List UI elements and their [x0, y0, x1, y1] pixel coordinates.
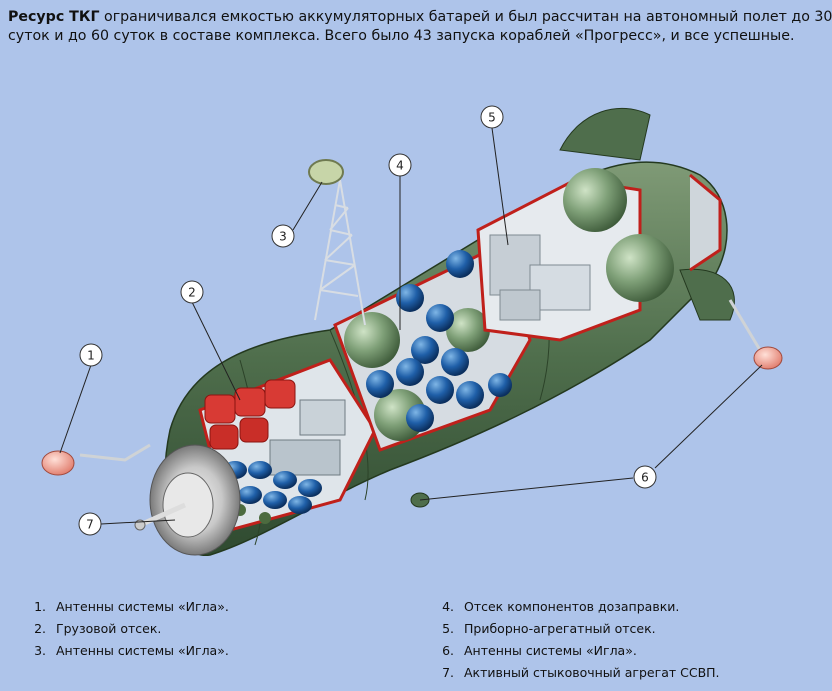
intro-bold: Ресурс ТКГ [8, 9, 100, 25]
legend-num: 7. [442, 665, 454, 680]
intro-text: Ресурс ТКГ ограничивался емкостью аккуму… [8, 8, 832, 46]
legend-item: 4. Отсек компонентов дозаправки. [440, 596, 720, 618]
progress-spacecraft-diagram: 1 2 3 4 5 6 7 [41, 105, 783, 556]
legend-text: Отсек компонентов дозаправки. [464, 599, 680, 614]
svg-text:4: 4 [396, 159, 404, 173]
legend-item: 2. Грузовой отсек. [32, 618, 229, 640]
svg-text:7: 7 [86, 518, 94, 532]
legend-text: Активный стыковочный агрегат ССВП. [464, 665, 720, 680]
legend-num: 2. [34, 621, 46, 636]
svg-text:2: 2 [188, 286, 196, 300]
instrument-compartment [476, 168, 722, 342]
legend-num: 6. [442, 643, 454, 658]
legend-left: 1. Антенны системы «Игла». 2. Грузовой о… [32, 596, 229, 662]
callout-7: 7 [78, 512, 102, 536]
legend-text: Антенны системы «Игла». [464, 643, 637, 658]
legend-text: Приборно-агрегатный отсек. [464, 621, 656, 636]
antenna-mast [308, 159, 366, 326]
svg-text:6: 6 [641, 471, 649, 485]
svg-text:1: 1 [87, 349, 95, 363]
intro-line-2: суток и до 60 суток в составе комплекса.… [8, 28, 795, 44]
legend-num: 5. [442, 621, 454, 636]
legend-text: Грузовой отсек. [56, 621, 162, 636]
callout-markers: 1 2 3 4 5 6 7 [78, 105, 657, 536]
intro-line-1: Ресурс ТКГ ограничивался емкостью аккуму… [8, 8, 832, 27]
svg-text:3: 3 [279, 230, 287, 244]
cargo-compartment [198, 358, 377, 532]
legend-text: Антенны системы «Игла». [56, 599, 229, 614]
callout-3: 3 [271, 224, 295, 248]
legend-item: 5. Приборно-агрегатный отсек. [440, 618, 720, 640]
legend-right: 4. Отсек компонентов дозаправки. 5. Приб… [440, 596, 720, 684]
antenna-front [41, 443, 151, 476]
leader-lines [59, 127, 763, 525]
legend-item: 7. Активный стыковочный агрегат ССВП. [440, 662, 720, 684]
docking-unit [134, 444, 241, 556]
legend-num: 3. [34, 643, 46, 658]
callout-6: 6 [633, 465, 657, 489]
legend-item: 1. Антенны системы «Игла». [32, 596, 229, 618]
callout-2: 2 [180, 280, 204, 304]
legend-text: Антенны системы «Игла». [56, 643, 229, 658]
legend-num: 1. [34, 599, 46, 614]
callout-1: 1 [79, 343, 103, 367]
callout-5: 5 [480, 105, 504, 129]
legend-item: 3. Антенны системы «Игла». [32, 640, 229, 662]
svg-text:5: 5 [488, 111, 496, 125]
callout-4: 4 [388, 153, 412, 177]
intro-line-1-rest: ограничивался емкостью аккумуляторных ба… [99, 9, 832, 25]
legend-item: 6. Антенны системы «Игла». [440, 640, 720, 662]
legend-num: 4. [442, 599, 454, 614]
